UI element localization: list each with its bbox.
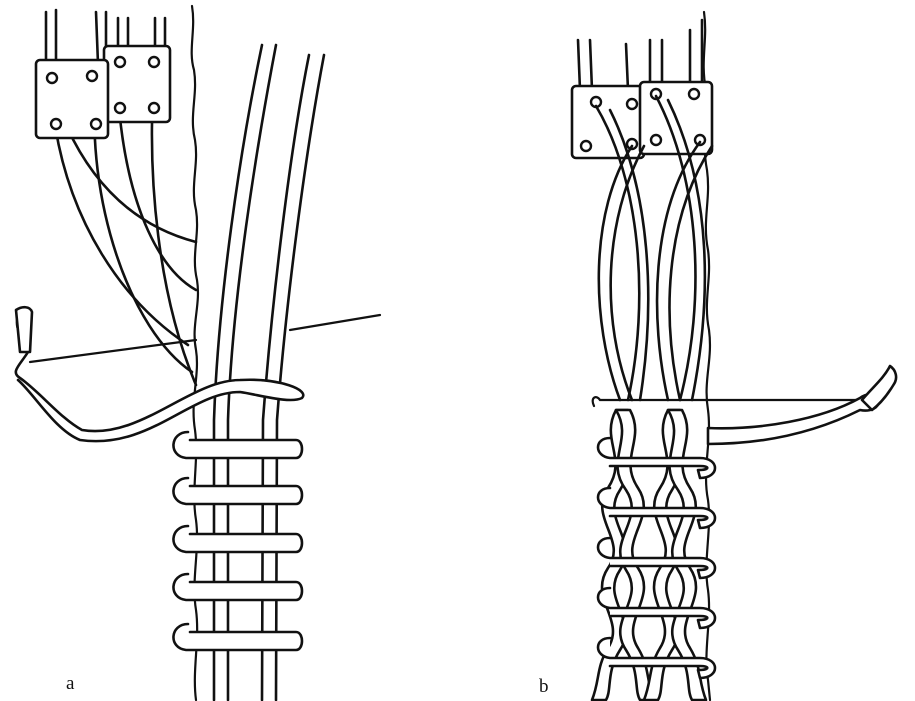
panel-a-tablet-hole	[51, 119, 61, 129]
panel-a-weft-loop	[173, 574, 302, 600]
panel-a-tablet-thread	[120, 118, 196, 290]
panel-a-warp-strand	[214, 45, 262, 700]
panel-b-tablet-hole	[651, 135, 661, 145]
panel-b-twisted-cord	[668, 410, 706, 700]
panel-a-warp-strand	[276, 55, 324, 700]
panel-a-weft-loop	[173, 526, 302, 552]
panel-b-twisted-cord	[616, 410, 654, 700]
panel-a-drawing	[16, 6, 380, 700]
panel-a-tablet-hole	[149, 57, 159, 67]
panel-a-tablet-hole	[149, 103, 159, 113]
panel-b-thread-end	[626, 44, 628, 90]
panel-a-label: a	[66, 673, 74, 695]
panel-a-weft-cord	[16, 312, 303, 441]
panel-a-shed-line	[30, 340, 196, 362]
panel-b-drawing	[572, 12, 896, 700]
panel-b-thread-end	[590, 40, 592, 90]
panel-a-tablet	[104, 46, 170, 122]
panel-a-beater	[290, 315, 380, 330]
panel-a-tablet-thread	[55, 125, 188, 345]
panel-a-weft-end	[16, 307, 32, 352]
panel-a-tablet-hole	[115, 57, 125, 67]
panel-b-tablet-hole	[689, 89, 699, 99]
panel-a-tablet-hole	[87, 71, 97, 81]
panel-a-weft-loop	[173, 432, 302, 458]
panel-b-tablet-hole	[627, 99, 637, 109]
panel-a-tablet-hole	[91, 119, 101, 129]
panel-b-thread-end	[578, 40, 580, 90]
panel-a-tablet-hole	[115, 103, 125, 113]
panel-a-warp-strand	[228, 45, 276, 700]
panel-a-tablet-hole	[47, 73, 57, 83]
panel-b-weft-cord	[708, 394, 878, 444]
panel-a-thread-end	[96, 12, 98, 64]
panel-b-weft-end	[862, 366, 896, 410]
panel-a-weft-loop	[173, 478, 302, 504]
panel-a-weft-loop	[173, 624, 302, 650]
panel-a-warp-strand	[262, 55, 309, 700]
panel-b-tablet-hole	[581, 141, 591, 151]
panel-b-label: b	[539, 676, 549, 698]
